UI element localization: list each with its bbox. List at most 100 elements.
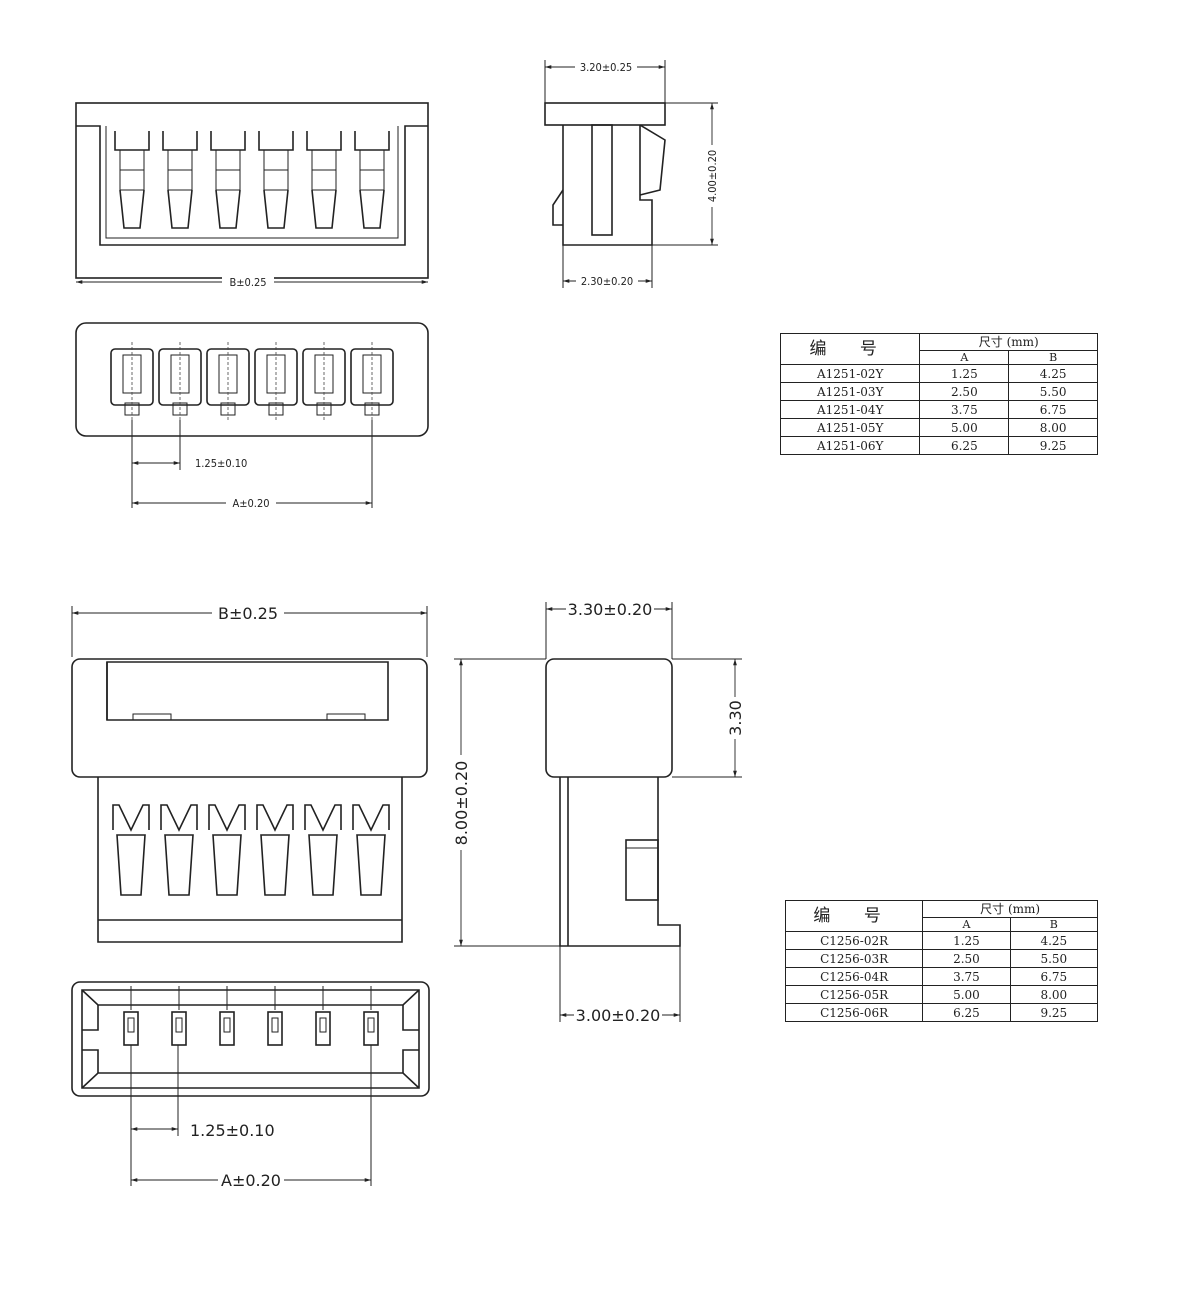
a-side-dim-height-label: 4.00±0.20 — [706, 150, 719, 202]
a-side-dim-top-label: 3.20±0.25 — [580, 61, 632, 74]
row-b: 9.25 — [1009, 1003, 1099, 1022]
table-c-header-size: 尺寸 (mm) — [922, 900, 1098, 918]
c-side-dim-top: 3.30±0.20 — [545, 599, 673, 659]
row-a: 3.75 — [922, 967, 1011, 986]
table-row: A1251-03Y 2.50 5.50 — [779, 382, 1098, 401]
a-side-dim-height: 4.00±0.20 — [652, 102, 719, 246]
pin-terminal — [315, 986, 331, 1046]
row-b: 6.75 — [1008, 400, 1098, 419]
table-row: A1251-04Y 3.75 6.75 — [779, 400, 1098, 419]
row-b: 4.25 — [1009, 931, 1099, 950]
row-code: C1256-04R — [784, 967, 924, 986]
c-bottom-pins — [123, 986, 379, 1046]
table-c-col-a: A — [922, 917, 1011, 932]
spec-table-c1256: 编 号 尺寸 (mm) A B C1256-02R 1.25 4.25 C125… — [784, 900, 1099, 1022]
row-code: A1251-04Y — [779, 400, 921, 419]
row-code: A1251-06Y — [779, 436, 921, 455]
table-row: C1256-06R 6.25 9.25 — [784, 1003, 1099, 1022]
c-housing-bottom-view — [71, 981, 430, 1097]
a-bottom-cells — [110, 342, 394, 420]
pin-cell — [158, 342, 202, 420]
pin-cell — [350, 342, 394, 420]
table-row: C1256-03R 2.50 5.50 — [784, 949, 1099, 968]
c-front-pins — [112, 804, 390, 896]
pin-slot — [258, 131, 294, 229]
pin-slot — [114, 131, 150, 229]
c-side-dim-right: 3.30 — [672, 658, 745, 778]
pin-slot — [162, 131, 198, 229]
pin-slot — [160, 804, 198, 896]
pin-terminal — [267, 986, 283, 1046]
table-row: A1251-05Y 5.00 8.00 — [779, 418, 1098, 437]
row-a: 5.00 — [919, 418, 1010, 437]
a-bottom-dim-a-label: A±0.20 — [232, 497, 269, 510]
c-side-dim-bottom: 3.00±0.20 — [559, 946, 681, 1025]
pin-terminal — [171, 986, 187, 1046]
row-a: 6.25 — [919, 436, 1010, 455]
pin-slot — [210, 131, 246, 229]
a-side-dim-top: 3.20±0.25 — [544, 60, 666, 103]
pin-slot — [256, 804, 294, 896]
row-code: C1256-06R — [784, 1003, 924, 1022]
c-front-dim-b: B±0.25 — [71, 602, 428, 657]
a-front-pins — [114, 131, 390, 229]
row-b: 5.50 — [1009, 949, 1099, 968]
table-c-header-code: 编 号 — [784, 900, 924, 932]
row-code: A1251-02Y — [779, 364, 921, 383]
pin-terminal — [123, 986, 139, 1046]
row-b: 8.00 — [1009, 985, 1099, 1004]
c-bottom-dim-pitch: 1.25±0.10 — [130, 1045, 372, 1186]
row-a: 1.25 — [922, 931, 1011, 950]
pin-slot — [352, 804, 390, 896]
c-front-dim-height-label: 8.00±0.20 — [452, 761, 471, 846]
a-front-dim-b: B±0.25 — [76, 275, 428, 289]
a-front-dim-b-label: B±0.25 — [229, 276, 266, 289]
pin-slot — [354, 131, 390, 229]
row-b: 4.25 — [1008, 364, 1098, 383]
table-row: C1256-05R 5.00 8.00 — [784, 985, 1099, 1004]
row-b: 9.25 — [1008, 436, 1098, 455]
row-b: 5.50 — [1008, 382, 1098, 401]
c-front-dim-b-label: B±0.25 — [218, 604, 278, 623]
a-bottom-dim-pitch-label: 1.25±0.10 — [195, 457, 247, 470]
table-row: A1251-06Y 6.25 9.25 — [779, 436, 1098, 455]
row-code: A1251-05Y — [779, 418, 921, 437]
table-row: C1256-04R 3.75 6.75 — [784, 967, 1099, 986]
table-c-col-b: B — [1009, 917, 1099, 932]
a-housing-front-view — [75, 102, 429, 279]
row-a: 6.25 — [922, 1003, 1011, 1022]
row-code: C1256-02R — [784, 931, 924, 950]
c-front-dim-height: 8.00±0.20 — [452, 658, 560, 947]
a-housing-side-view — [544, 102, 666, 246]
pin-slot — [304, 804, 342, 896]
table-row: C1256-02R 1.25 4.25 — [784, 931, 1099, 950]
pin-slot — [112, 804, 150, 896]
table-a-header-size: 尺寸 (mm) — [919, 333, 1098, 351]
pin-terminal — [219, 986, 235, 1046]
row-code: C1256-03R — [784, 949, 924, 968]
row-code: A1251-03Y — [779, 382, 921, 401]
c-side-dim-top-label: 3.30±0.20 — [568, 600, 653, 619]
c-bottom-dim-pitch-label: 1.25±0.10 — [190, 1121, 275, 1140]
a-bottom-dim-pitch: 1.25±0.10 — [131, 420, 373, 508]
pin-terminal — [363, 986, 379, 1046]
pin-cell — [254, 342, 298, 420]
table-a-header-code: 编 号 — [779, 333, 921, 365]
a-bottom-dim-a: A±0.20 — [132, 496, 372, 510]
table-row: A1251-02Y 1.25 4.25 — [779, 364, 1098, 383]
pin-cell — [206, 342, 250, 420]
c-side-dim-right-label: 3.30 — [726, 700, 745, 736]
c-bottom-dim-a: A±0.20 — [131, 1170, 371, 1190]
pin-slot — [306, 131, 342, 229]
a-side-dim-bottom-label: 2.30±0.20 — [581, 275, 633, 288]
row-a: 2.50 — [922, 949, 1011, 968]
c-side-dim-bottom-label: 3.00±0.20 — [576, 1006, 661, 1025]
pin-cell — [110, 342, 154, 420]
row-a: 3.75 — [919, 400, 1010, 419]
pin-cell — [302, 342, 346, 420]
row-a: 1.25 — [919, 364, 1010, 383]
a-side-dim-bottom: 2.30±0.20 — [562, 245, 653, 288]
row-a: 2.50 — [919, 382, 1010, 401]
row-code: C1256-05R — [784, 985, 924, 1004]
